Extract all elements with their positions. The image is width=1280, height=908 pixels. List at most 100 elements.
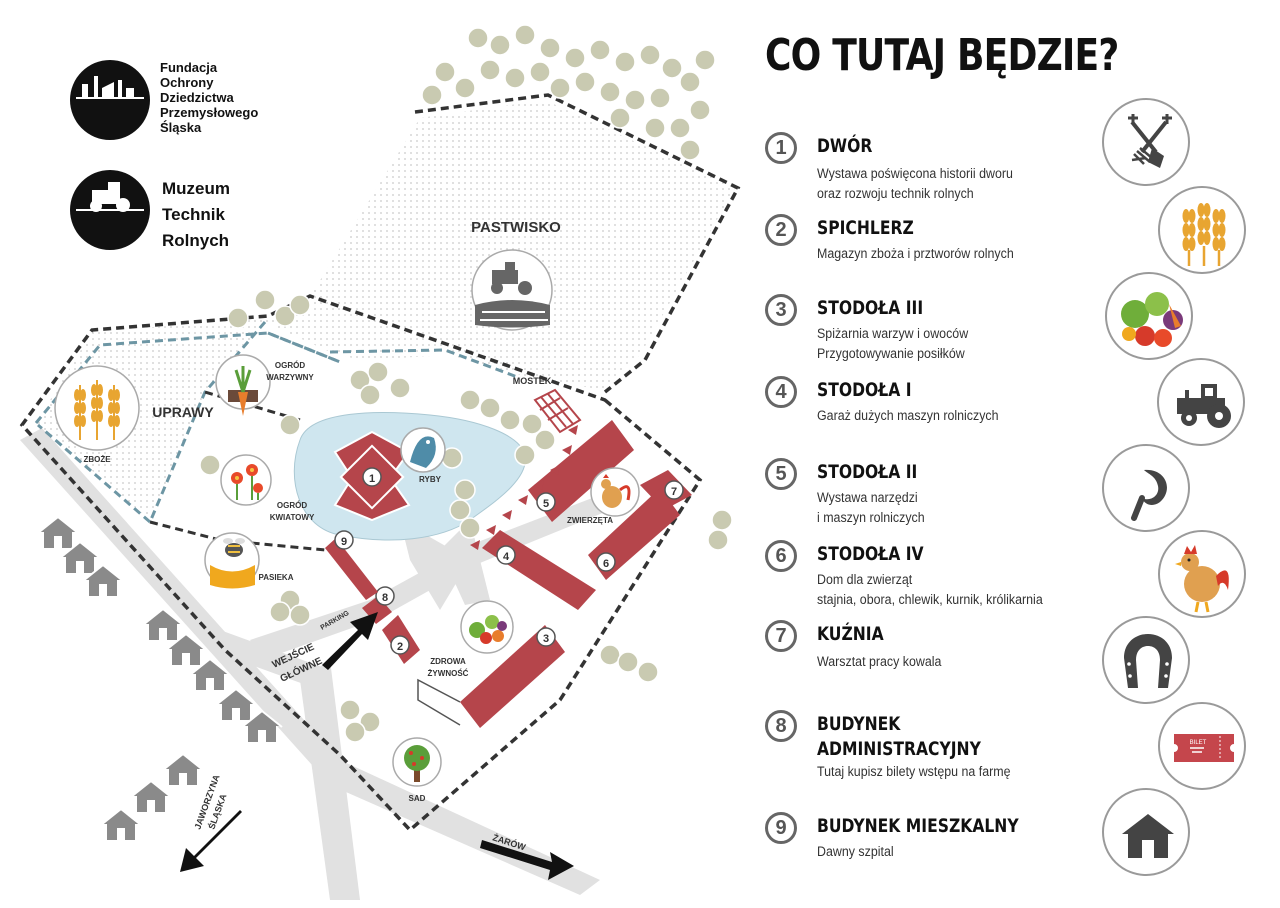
- vegetables-icon: [1105, 272, 1193, 360]
- building-1-manor[interactable]: 1: [333, 430, 411, 522]
- apple-tree-map-icon: [392, 737, 442, 787]
- foundation-line-2: Ochrony: [160, 75, 214, 90]
- item-desc: Magazyn zboża i prztworów rolnych: [817, 246, 1014, 261]
- item-title: STODOŁA I: [817, 379, 912, 401]
- svg-text:8: 8: [382, 592, 388, 604]
- item-number: 7: [765, 620, 797, 652]
- foundation-logo: Fundacja Ochrony Dziedzictwa Przemysłowe…: [68, 58, 288, 142]
- label-ogrod-warzywny-1: OGRÓD: [275, 361, 305, 370]
- label-zwierzeta: ZWIERZĘTA: [567, 516, 613, 525]
- foundation-line-1: Fundacja: [160, 60, 218, 75]
- item-title: BUDYNEK MIESZKALNY: [817, 815, 1019, 837]
- svg-text:6: 6: [603, 558, 609, 570]
- item-number: 3: [765, 294, 797, 326]
- tractor-icon: [1157, 358, 1245, 446]
- house-icon: [1102, 788, 1190, 876]
- building-9-residential[interactable]: 9: [325, 530, 378, 600]
- svg-text:4: 4: [503, 551, 510, 563]
- svg-text:BILET: BILET: [1190, 740, 1207, 746]
- farm-map: 1 5 7 6 4 3 2 8 9: [19, 24, 741, 900]
- foundation-line-4: Przemysłowego: [160, 105, 259, 120]
- bee-map-icon: [204, 532, 260, 589]
- fish-map-icon: [400, 427, 446, 473]
- sickle-icon: [1102, 444, 1190, 532]
- item-desc: oraz rozwoju technik rolnych: [817, 186, 974, 201]
- crops-boundary: [34, 321, 521, 524]
- svg-text:5: 5: [543, 498, 549, 510]
- zarow-arrow: [480, 840, 574, 880]
- svg-text:2: 2: [397, 641, 403, 653]
- item-title-line-2: ADMINISTRACYJNY: [817, 738, 981, 760]
- item-title: STODOŁA IV: [817, 543, 924, 565]
- item-number: 1: [765, 132, 797, 164]
- label-ogrod-kwiatowy-1: OGRÓD: [277, 501, 307, 510]
- item-desc: Garaż dużych maszyn rolniczych: [817, 408, 999, 423]
- rooster-map-icon: [590, 467, 640, 517]
- item-number: 4: [765, 376, 797, 408]
- building-2-granary[interactable]: 2: [382, 615, 420, 664]
- item-number: 6: [765, 540, 797, 572]
- vegetables-map-icon: [460, 600, 514, 654]
- museum-line-1: Muzeum: [162, 179, 230, 198]
- tractor-logo-icon: [70, 170, 150, 250]
- item-desc: Tutaj kupisz bilety wstępu na farmę: [817, 764, 1011, 779]
- pasture-area: [36, 100, 735, 520]
- item-number: 2: [765, 214, 797, 246]
- building-8-admin[interactable]: 8: [362, 586, 395, 624]
- jaworzyna-arrow: [180, 810, 242, 872]
- item-title: STODOŁA II: [817, 461, 918, 483]
- horseshoe-icon: [1102, 616, 1190, 704]
- factory-icon: [70, 60, 150, 140]
- svg-text:9: 9: [341, 536, 347, 548]
- item-desc: Wystawa poświęcona historii dworu: [817, 166, 1013, 181]
- path-arrows: [470, 425, 578, 550]
- foundation-line-5: Śląska: [160, 120, 202, 135]
- item-desc: Warsztat pracy kowala: [817, 654, 942, 669]
- rooster-icon: [1158, 530, 1246, 618]
- building-4-barn[interactable]: 4: [482, 530, 596, 610]
- item-desc: Przygotowywanie posiłków: [817, 346, 965, 361]
- svg-text:1: 1: [369, 473, 375, 485]
- label-ryby: RYBY: [419, 475, 442, 484]
- label-ogrod-kwiatowy-2: KWIATOWY: [270, 513, 315, 522]
- label-pastwisko: PASTWISKO: [471, 219, 561, 236]
- legend: CO TUTAJ BĘDZIE? 1 DWÓR Wystawa poświęco…: [765, 0, 1280, 908]
- wheat-icon: [1158, 186, 1246, 274]
- label-ogrod-warzywny-2: WARZYWNY: [266, 373, 314, 382]
- entrance-arrow: [322, 612, 378, 670]
- item-title: DWÓR: [817, 135, 873, 157]
- item-number: 9: [765, 812, 797, 844]
- building-5-barn[interactable]: 5: [528, 420, 634, 522]
- property-boundary: [19, 93, 741, 833]
- label-zdrowa-2: ŻYWNOŚĆ: [428, 669, 469, 678]
- wheat-map-icon: [54, 365, 140, 451]
- ticket-icon: BILET: [1158, 702, 1246, 790]
- building-3-barn[interactable]: 3: [417, 625, 565, 728]
- item-title: SPICHLERZ: [817, 217, 914, 239]
- building-7-forge[interactable]: 7: [640, 470, 692, 510]
- svg-text:7: 7: [671, 486, 677, 498]
- label-pasieka: PASIEKA: [259, 573, 294, 582]
- building-6-barn[interactable]: 6: [588, 488, 680, 580]
- shovel-pitchfork-icon: [1102, 98, 1190, 186]
- item-desc: stajnia, obora, chlewik, kurnik, królika…: [817, 592, 1043, 607]
- item-title-line-1: BUDYNEK: [817, 713, 901, 735]
- svg-text:3: 3: [543, 633, 549, 645]
- pasture-tractor-icon: [471, 249, 553, 331]
- item-number: 5: [765, 458, 797, 490]
- carrot-map-icon: [215, 354, 271, 416]
- label-sad: SAD: [409, 794, 426, 803]
- legend-title: CO TUTAJ BĘDZIE?: [765, 30, 1119, 81]
- item-title: STODOŁA III: [817, 297, 924, 319]
- item-desc: Dom dla zwierząt: [817, 572, 913, 587]
- bridge: [533, 388, 582, 434]
- label-zdrowa-1: ZDROWA: [430, 657, 466, 666]
- item-title: KUŹNIA: [817, 623, 884, 645]
- roads: [20, 428, 610, 900]
- museum-logo: Muzeum Technik Rolnych: [68, 168, 268, 252]
- label-uprawy: UPRAWY: [152, 404, 214, 420]
- label-mostek: MOSTEK: [513, 376, 552, 386]
- item-desc: i maszyn rolniczych: [817, 510, 925, 525]
- museum-line-3: Rolnych: [162, 231, 230, 250]
- museum-line-2: Technik: [162, 205, 225, 224]
